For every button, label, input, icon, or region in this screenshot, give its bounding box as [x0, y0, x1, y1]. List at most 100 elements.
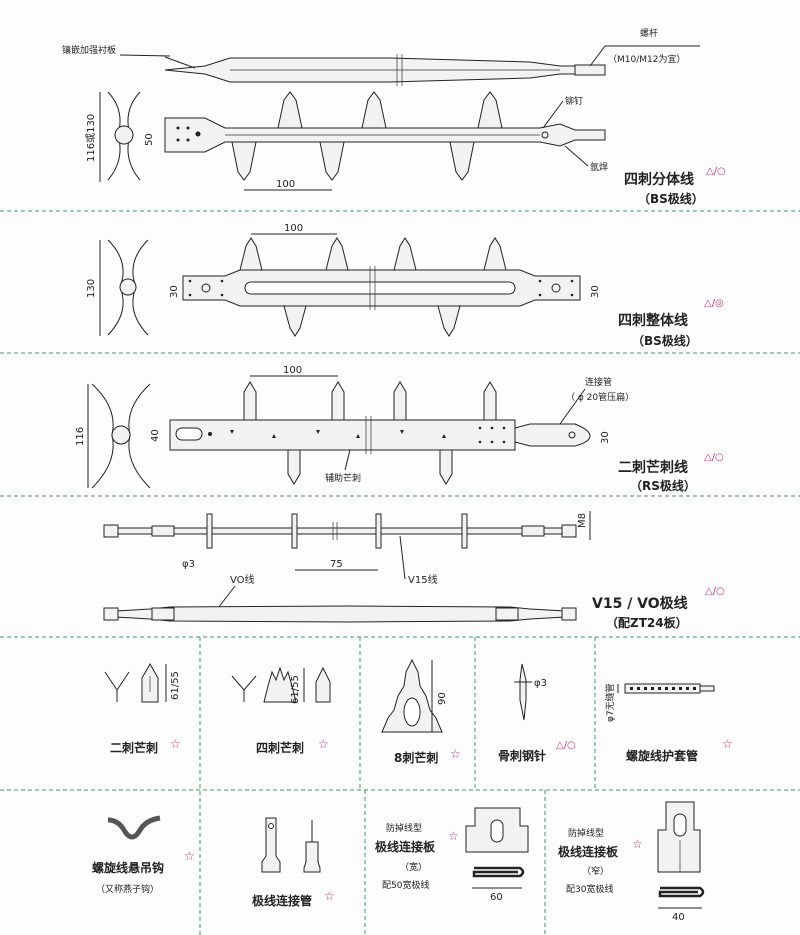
item-spiral-hook: 螺旋线悬吊钩 ☆ （又称燕子钩）	[92, 815, 195, 895]
label-bolt-spec: （M10/M12为宜）	[608, 53, 685, 65]
label-v15-m8: M8	[577, 513, 588, 528]
dim-rs-spacing: 100	[283, 365, 302, 376]
item-bone-needle: φ3 骨刺钢针 △/○	[498, 663, 576, 763]
label-narrow-note: 配30宽极线	[566, 883, 613, 895]
mark-rs: △/○	[704, 452, 724, 463]
title-four-prong: 四刺芒刺	[256, 740, 304, 755]
mark-wide-plate: ☆	[448, 829, 459, 843]
label-wide-note: 配50宽极线	[382, 879, 429, 891]
subtitle-bs-split: （BS极线）	[638, 191, 704, 206]
v15-sleeve-right	[521, 525, 545, 537]
item-connector-plate-narrow: 防掉线型 极线连接板 ☆ （窄） 配30宽极线 40	[558, 801, 705, 923]
dim-v15-spacing: 75	[330, 559, 343, 570]
mark-bs-split: △/○	[706, 166, 726, 177]
v15-nut-left	[103, 524, 119, 538]
section-bs-integral-wire: 130 30 30 100 四刺整体线 △/◎ （BS极线）	[86, 223, 724, 348]
dim-rs-right: 30	[600, 431, 611, 444]
split-spikes-up	[277, 91, 503, 129]
dim-spiral-sleeve: φ7无缝管	[604, 683, 616, 722]
mark-two-prong: ☆	[170, 737, 181, 751]
dim-eight-prong: 90	[437, 692, 448, 705]
subtitle-bs-integral: （BS极线）	[632, 333, 698, 348]
dim-integral-spacing: 100	[284, 223, 303, 234]
dim-rs-height: 116	[75, 427, 86, 446]
mark-wire-connector-tube: ☆	[324, 889, 335, 903]
rs-spikes-up	[243, 381, 497, 421]
mark-eight-prong: ☆	[450, 747, 461, 761]
title-bone-needle: 骨刺钢针	[498, 748, 546, 763]
label-rs-tube: 连接管	[585, 376, 612, 388]
integral-spikes-down	[283, 305, 461, 337]
dim-two-prong: 61/55	[170, 671, 181, 700]
integral-spikes-up	[239, 237, 507, 271]
item-spiral-sleeve: φ7无缝管 螺旋线护套管 ☆	[604, 683, 733, 763]
section-rs-wire: 116 40 30 100 连接管 （ φ 20管压	[75, 365, 724, 493]
item-connector-plate-wide: 防掉线型 极线连接板 ☆ （宽） 配50宽极线 60	[375, 807, 529, 903]
label-wide-top: 防掉线型	[386, 822, 422, 834]
dim-narrow-plate: 40	[672, 912, 685, 923]
title-bs-integral: 四刺整体线	[618, 312, 688, 329]
mark-spiral-sleeve: ☆	[722, 737, 733, 751]
label-narrow-sub: （窄）	[582, 865, 609, 877]
rs-spikes-down	[287, 449, 453, 485]
rs-connector-tube	[514, 423, 591, 447]
title-v15-vo: V15 / VO极线	[592, 595, 688, 612]
title-narrow-plate: 极线连接板	[558, 844, 619, 859]
label-wide-sub: （宽）	[400, 861, 427, 873]
section-v15-vo-wire: M8 φ3 75 VO线 V15线 V15 / VO极线 △/○ （配ZT24板…	[103, 511, 725, 630]
v15-sleeve-left	[151, 525, 175, 537]
subtitle-v15-vo: （配ZT24板）	[606, 615, 688, 630]
dim-integral-right: 30	[590, 285, 601, 298]
label-rs-aux: 辅助芒刺	[325, 472, 361, 484]
subtitle-spiral-hook: （又称燕子钩）	[96, 883, 159, 895]
item-eight-prong-spike: 90 8刺芒刺 ☆	[381, 658, 461, 765]
title-wide-plate: 极线连接板	[375, 839, 436, 854]
split-spikes-down	[231, 141, 475, 181]
label-v15: V15线	[408, 573, 438, 586]
title-wire-connector-tube: 极线连接管	[252, 893, 312, 908]
dim-integral-height: 130	[86, 279, 97, 298]
label-bolt: 螺杆	[640, 27, 658, 39]
title-eight-prong: 8刺芒刺	[394, 750, 438, 765]
mark-v15-vo: △/○	[705, 586, 725, 597]
item-two-prong-spike: 61/55 二刺芒刺 ☆	[104, 662, 181, 755]
dim-wide-plate: 60	[490, 892, 503, 903]
title-two-prong: 二刺芒刺	[110, 740, 158, 755]
label-vo: VO线	[230, 573, 255, 586]
item-wire-connector-tube: 极线连接管 ☆	[252, 817, 335, 908]
dim-integral-left: 30	[169, 285, 180, 298]
label-rs-tube-spec: （ φ 20管压扁）	[566, 391, 634, 403]
label-narrow-top: 防掉线型	[568, 827, 604, 839]
title-spiral-hook: 螺旋线悬吊钩	[92, 860, 164, 875]
label-rivet: 铆钉	[565, 95, 583, 107]
dim-split-height: 116或130	[85, 114, 97, 162]
dim-rs-width: 40	[150, 429, 161, 442]
v15-nut-right	[561, 524, 577, 538]
item-four-prong-spike: 61/55 四刺芒刺 ☆	[231, 666, 331, 755]
v15-discs	[206, 513, 468, 549]
rs-strip	[169, 419, 516, 451]
mark-narrow-plate: ☆	[632, 837, 643, 851]
title-rs: 二刺芒刺线	[618, 459, 688, 476]
dim-split-width: 50	[144, 133, 155, 146]
dim-bone-needle: φ3	[534, 678, 547, 689]
mark-four-prong: ☆	[318, 737, 329, 751]
bolt-thread	[574, 64, 606, 76]
label-inlay: 镶嵌加强衬板	[62, 44, 116, 56]
section-bs-split-wire: 镶嵌加强衬板 螺杆 （M10/M12为宜） 116或130 50	[62, 27, 726, 206]
rs-profile	[91, 383, 114, 489]
mark-spiral-hook: ☆	[184, 849, 195, 863]
label-weld: 氩焊	[590, 161, 608, 173]
dim-split-spacing: 100	[276, 179, 295, 190]
v15-rod	[114, 527, 566, 535]
label-v15-phi: φ3	[182, 559, 195, 570]
mark-bone-needle: △/○	[556, 740, 576, 751]
mark-bs-integral: △/◎	[704, 298, 724, 309]
dim-four-prong: 61/55	[290, 675, 301, 704]
narrow-plate-front	[657, 801, 701, 873]
title-spiral-sleeve: 螺旋线护套管	[626, 748, 698, 763]
subtitle-rs: （RS极线）	[630, 478, 696, 493]
title-bs-split: 四刺分体线	[624, 171, 694, 188]
